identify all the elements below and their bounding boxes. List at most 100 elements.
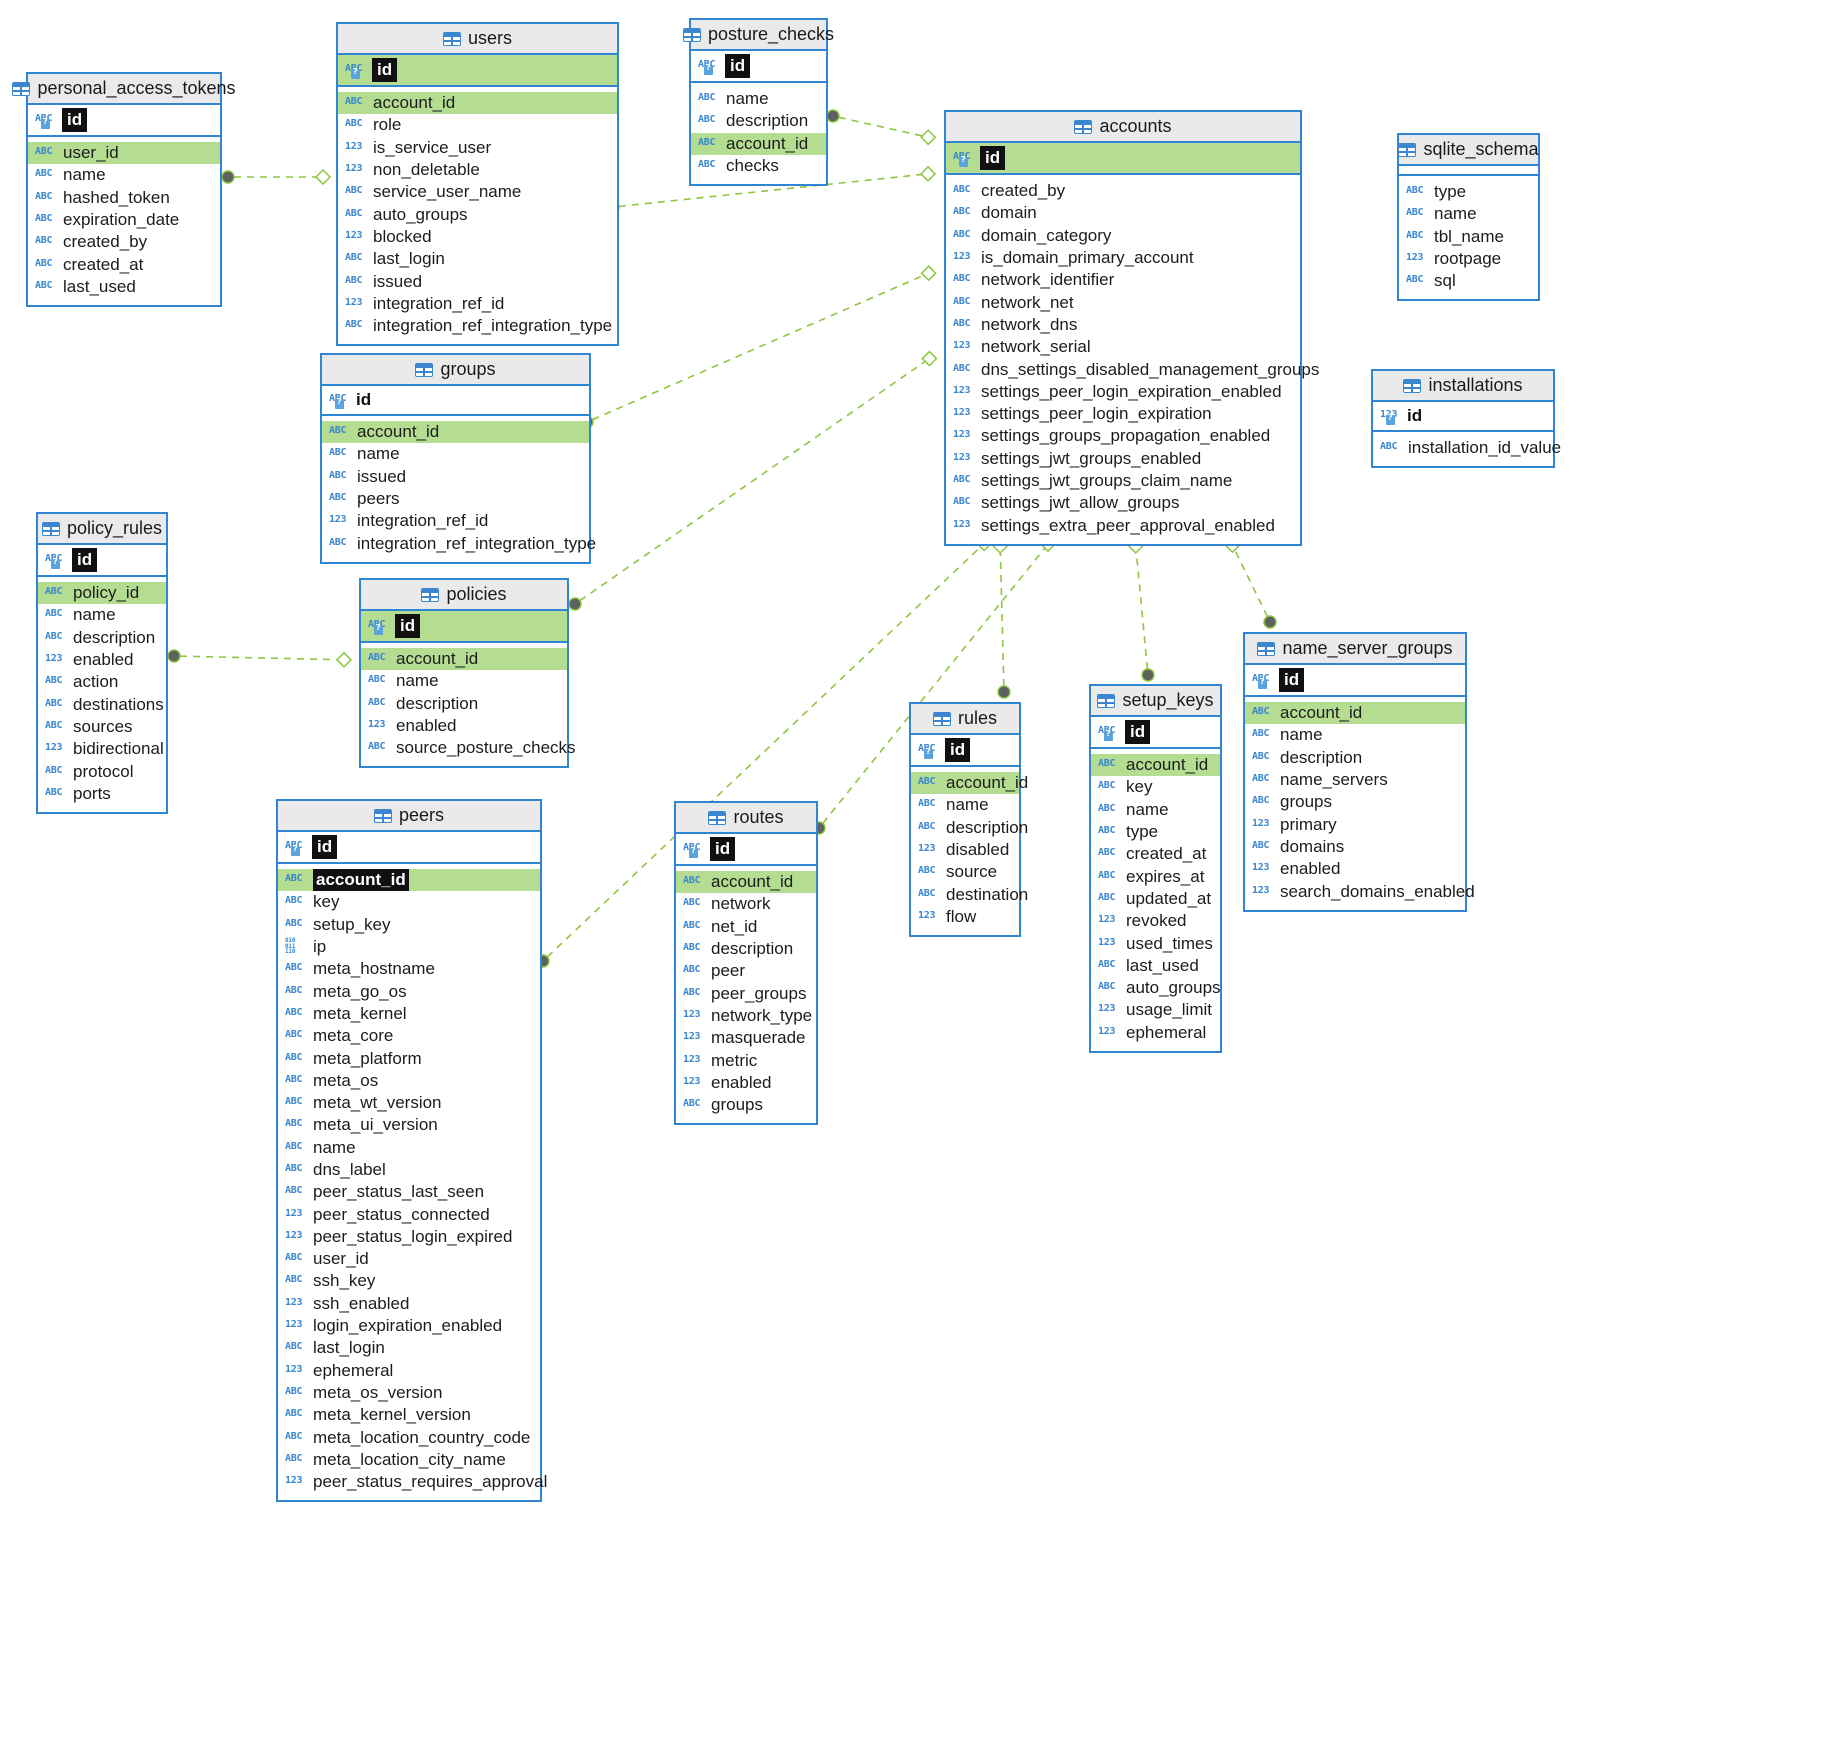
table-header-policy_rules[interactable]: policy_rules <box>38 514 166 545</box>
table-groups[interactable]: groupsABCidABCaccount_idABCnameABCissued… <box>320 353 596 564</box>
primary-key-section-peers[interactable]: ABCid <box>278 832 540 864</box>
table-personal_access_tokens[interactable]: personal_access_tokensABCidABCuser_idABC… <box>12 72 236 308</box>
primary-key-section-personal_access_tokens[interactable]: ABCid <box>28 105 220 137</box>
table-header-groups[interactable]: groups <box>322 355 589 386</box>
table-header-personal_access_tokens[interactable]: personal_access_tokens <box>12 74 236 105</box>
table-header-posture_checks[interactable]: posture_checks <box>682 20 834 51</box>
primary-key-section-accounts[interactable]: ABCid <box>946 143 1300 175</box>
table-setup_keys[interactable]: setup_keysABCidABCaccount_idABCkeyABCnam… <box>1089 684 1222 1053</box>
table-header-setup_keys[interactable]: setup_keys <box>1091 686 1220 717</box>
table-header-users[interactable]: users <box>338 24 617 55</box>
table-accounts[interactable]: accountsABCidABCcreated_byABCdomainABCdo… <box>944 110 1319 546</box>
primary-key-section-policy_rules[interactable]: ABCid <box>38 545 166 577</box>
primary-key-section-sqlite_schema[interactable] <box>1399 166 1538 176</box>
table-header-routes[interactable]: routes <box>676 803 816 834</box>
table-policy_rules[interactable]: policy_rulesABCidABCpolicy_idABCnameABCd… <box>36 512 168 814</box>
table-rules[interactable]: rulesABCidABCaccount_idABCnameABCdescrip… <box>909 702 1028 938</box>
table-header-policies[interactable]: policies <box>361 580 567 611</box>
table-users[interactable]: usersABCidABCaccount_idABCrole123is_serv… <box>336 22 619 347</box>
table-header-sqlite_schema[interactable]: sqlite_schema <box>1398 135 1539 166</box>
